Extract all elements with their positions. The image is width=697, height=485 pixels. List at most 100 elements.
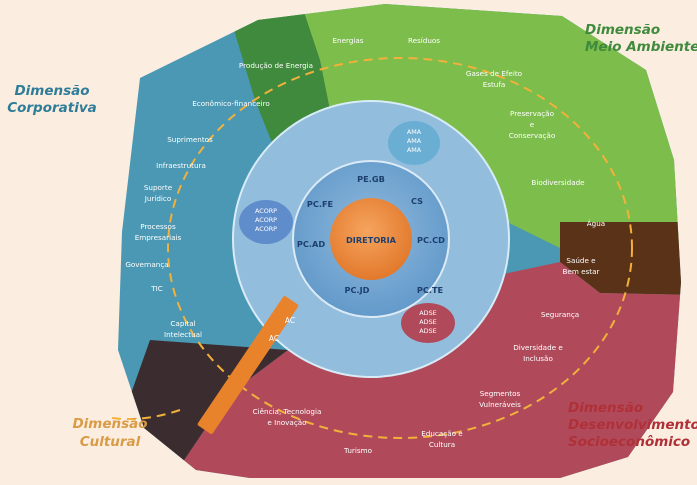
bubble-adse-label-line: ADSE	[419, 309, 436, 317]
label-socioeconomico-1-line: Segurança	[541, 310, 579, 319]
title-socioeconomico-line: Socioeconômico	[568, 434, 690, 450]
bubble-adse	[401, 303, 455, 343]
label-corporativa-4-line: Empresariais	[135, 233, 182, 242]
label-corporativa-0-line: Econômico-financeiro	[192, 99, 270, 108]
core-unit-0: PE.GB	[357, 174, 385, 184]
label-meio_ambiente-4-line: Preservação	[510, 109, 554, 118]
label-corporativa-0: Econômico-financeiro	[192, 99, 270, 108]
label-meio_ambiente-0: Produção de Energia	[239, 61, 313, 70]
label-socioeconomico-3-line: Vulneráveis	[479, 400, 521, 409]
label-socioeconomico-0-line: Bem estar	[563, 267, 600, 276]
core-center-label: DIRETORIA	[346, 235, 397, 245]
label-socioeconomico-0-line: Saúde e	[566, 256, 596, 265]
label-corporativa-7-line: Capital	[170, 319, 195, 328]
label-meio_ambiente-3-line: Estufa	[483, 80, 506, 89]
label-meio_ambiente-4-line: Conservação	[509, 131, 556, 140]
sector-meio-ambiente	[248, 4, 681, 248]
title-meio-ambiente-line: Dimensão	[585, 22, 660, 38]
sector-labels: Econômico-financeiroSuprimentosInfraestr…	[125, 36, 605, 455]
bubble-ama-label-line: AMA	[407, 128, 422, 136]
label-socioeconomico-2-line: Diversidade e	[513, 343, 563, 352]
label-meio_ambiente-5: Biodiversidade	[531, 178, 585, 187]
title-cultural-line: Dimensão	[72, 416, 147, 432]
core-unit-6: PC.FE	[307, 199, 333, 209]
dashed-orbit-tail	[111, 409, 181, 421]
label-socioeconomico-4-line: Educação e	[421, 429, 463, 438]
sector-producao-energia	[225, 4, 330, 150]
label-meio_ambiente-6-line: Água	[587, 219, 605, 228]
title-corporativa-line: Dimensão	[14, 83, 89, 99]
label-corporativa-7-line: Intelectual	[164, 330, 202, 339]
label-meio_ambiente-2-line: Resíduos	[408, 36, 440, 45]
label-meio_ambiente-5-line: Biodiversidade	[531, 178, 585, 187]
label-cultural-0-line: e Inovação	[267, 418, 306, 427]
label-corporativa-2-line: Infraestrutura	[156, 161, 206, 170]
label-socioeconomico-5: Turismo	[343, 446, 372, 455]
bubble-adse-label-line: ADSE	[419, 327, 436, 335]
bubble-acorp-label-line: ACORP	[255, 207, 277, 215]
ac-label-0: AC	[285, 316, 295, 325]
label-socioeconomico-5-line: Turismo	[343, 446, 372, 455]
bubble-ama	[388, 121, 440, 165]
label-meio_ambiente-1-line: Energias	[332, 36, 363, 45]
label-socioeconomico-4-line: Cultura	[429, 440, 455, 449]
label-corporativa-4-line: Processos	[140, 222, 176, 231]
label-socioeconomico-1: Segurança	[541, 310, 579, 319]
label-socioeconomico-4: Educação e Cultura	[421, 429, 463, 449]
dashed-orbit	[167, 57, 633, 439]
label-meio_ambiente-6: Água	[587, 219, 605, 228]
core-circle	[330, 198, 412, 280]
label-corporativa-5: Governança	[125, 260, 168, 269]
label-corporativa-3-line: Jurídico	[144, 194, 172, 203]
core-unit-3: PC.TE	[417, 285, 443, 295]
title-meio-ambiente-line: Meio Ambiente	[585, 39, 697, 55]
label-socioeconomico-0: Saúde e Bem estar	[563, 256, 600, 276]
label-corporativa-1: Suprimentos	[167, 135, 213, 144]
bubble-acorp-label-line: ACORP	[255, 216, 277, 224]
label-corporativa-2: Infraestrutura	[156, 161, 206, 170]
label-corporativa-3-line: Suporte	[144, 183, 173, 192]
title-socioeconomico-line: Desenvolvimento	[568, 417, 697, 433]
label-corporativa-5-line: Governança	[125, 260, 168, 269]
core-unit-4: PC.JD	[345, 285, 370, 295]
bubble-ama-label-line: AMA	[407, 146, 422, 154]
label-socioeconomico-3-line: Segmentos	[480, 389, 521, 398]
ac-bar	[197, 296, 299, 434]
label-meio_ambiente-4-line: e	[530, 120, 535, 129]
bubble-acorp	[239, 200, 293, 244]
bubble-ama-label-line: AMA	[407, 137, 422, 145]
core-unit-2: PC.CD	[417, 235, 445, 245]
ac-bar-labels: AC AC	[269, 316, 295, 343]
bubble-acorp-label-line: ACORP	[255, 225, 277, 233]
label-cultural-0-line: Ciência, Tecnologia	[253, 407, 322, 416]
sector-saude	[560, 222, 681, 295]
label-corporativa-1-line: Suprimentos	[167, 135, 213, 144]
sector-socioeconomico	[170, 262, 681, 478]
title-cultural-line: Cultural	[80, 434, 141, 450]
label-meio_ambiente-0-line: Produção de Energia	[239, 61, 313, 70]
label-corporativa-6-line: TIC	[150, 284, 163, 293]
label-corporativa-6: TIC	[150, 284, 163, 293]
ac-label-1: AC	[269, 334, 279, 343]
label-meio_ambiente-3-line: Gases de Efeito	[466, 69, 522, 78]
label-meio_ambiente-2: Resíduos	[408, 36, 440, 45]
core-unit-1: CS	[411, 196, 423, 206]
title-corporativa-line: Corporativa	[7, 100, 97, 116]
bubble-adse-label-line: ADSE	[419, 318, 436, 326]
